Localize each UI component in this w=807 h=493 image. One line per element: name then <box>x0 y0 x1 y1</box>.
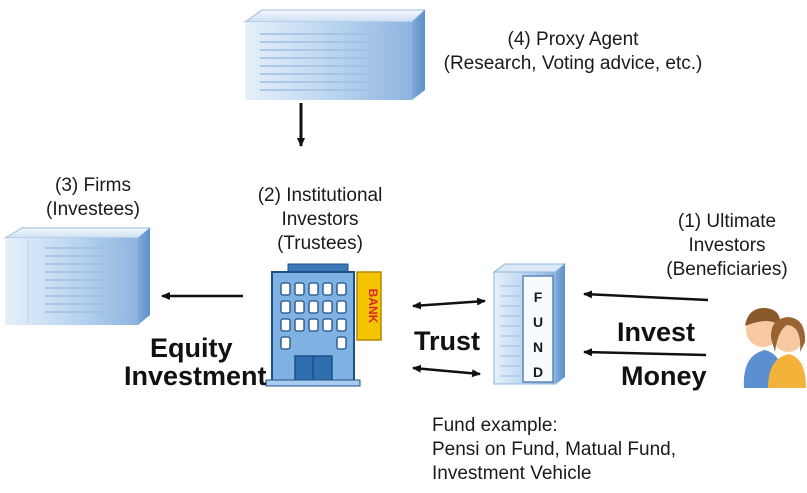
arrow-trust-upper <box>412 297 486 310</box>
firms-label: (3) Firms (Investees) <box>46 175 140 220</box>
arrow-trust-lower <box>412 364 481 378</box>
investment-label: Investment <box>124 361 267 391</box>
proxy-agent-building <box>243 9 427 100</box>
bank-sign-text: BANK <box>366 289 380 324</box>
fund-example-label: Fund example: Pensi on Fund, Matual Fund… <box>432 415 676 484</box>
arrow-invest-upper <box>583 290 709 302</box>
invest-label: Invest <box>617 317 696 347</box>
trust-label: Trust <box>414 326 481 356</box>
firms-building <box>3 227 152 325</box>
fund-tower <box>492 263 567 385</box>
fund-letter: F <box>534 289 543 305</box>
institutional-investors-label: (2) Institutional Investors (Trustees) <box>257 185 383 254</box>
proxy-agent-label: (4) Proxy Agent (Research, Voting advice… <box>443 29 703 74</box>
equity-label: Equity <box>150 333 233 363</box>
money-label: Money <box>621 361 707 391</box>
fund-letter: N <box>533 339 543 355</box>
arrow-invest-lower <box>583 348 707 357</box>
bank-sign <box>356 271 382 341</box>
ultimate-investors-label: (1) Ultimate Investors (Beneficiaries) <box>666 211 788 280</box>
fund-letter: D <box>533 364 543 380</box>
fund-letter: U <box>533 314 543 330</box>
bank-building <box>265 263 382 387</box>
people-icon <box>743 307 806 388</box>
